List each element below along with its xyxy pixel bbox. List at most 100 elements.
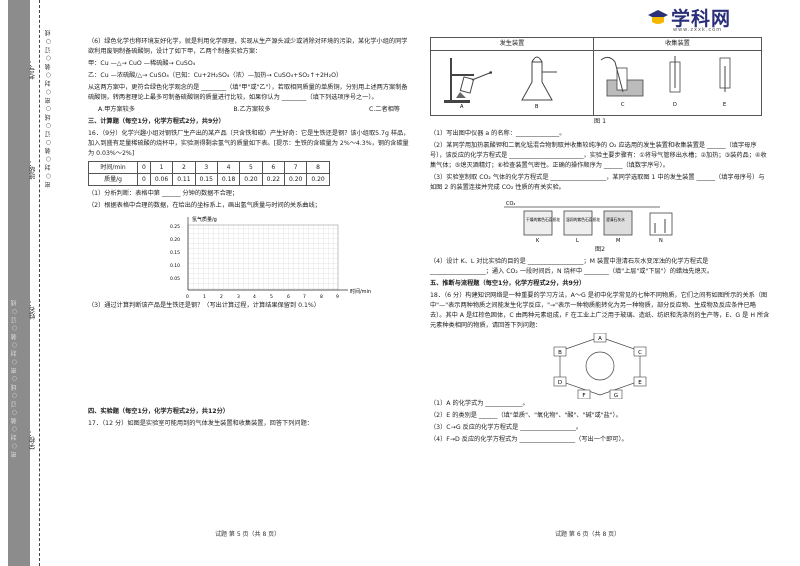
apparatus-head-collect: 收集装置 [593,37,762,51]
table-cell: 6 [261,161,285,174]
table-row: a A B C D [430,50,762,116]
table-cell: 3 [194,161,218,174]
generator-figures: a A B [430,50,594,116]
table-cell: 0.15 [194,173,218,186]
name-label: 姓名： [29,300,37,320]
hydrogen-table: 时间/min 0 1 2 3 4 5 6 7 8 质量/g 0 0.06 0.1… [88,161,330,186]
label-e: E [723,102,726,108]
label-m: M [616,238,620,244]
xtick: 2 [220,294,223,300]
q18-part3: （3）C→G 反应的化学方程式是 __________________。 [430,424,583,431]
q6-intro: （6）绿色化学也称环境友好化学，就是利用化学原理，实现从生产源头减少或消除对环境… [88,38,408,55]
q6-options: A.甲方案较多 B.乙方案较多 C.二者相等 [88,105,410,115]
table-cell: 4 [216,161,241,174]
graph-area [187,224,339,291]
plan-jia: 甲：Cu —△→ CuO —稀硫酸→ CuSO₄ [88,59,410,69]
class-label: 班级： [29,160,37,180]
label-l: L [576,238,579,244]
q17-part4: （4）设计 K、L 对比实验的目的是 __________________；M … [430,258,714,275]
page-footer-right: 试题 第 6 页（共 8 页） [555,531,621,538]
logo-url: www.zxxk.com [673,27,723,33]
table-cell: 0.20 [283,173,308,186]
q16-part2: （2）根据表格中合理的数据，在给出的坐标系上，画出氢气质量与时间的关系曲线； [88,202,321,209]
xtick: 8 [320,294,323,300]
q18-part1: （1）A 的化学式为 ____________。 [430,400,529,407]
node-b: B [558,350,562,356]
figure-2-apparatus: CO₂ 干燥的紫色石蕊纸花 湿润的紫色石蕊纸花 澄清石灰水 K L M N [504,201,673,244]
plan-jia-label: 甲： [88,60,101,67]
graph-grid: 氢气质量/g 时间/min 0.25 0.20 0.15 0.10 0.05 0… [170,216,371,300]
binding-dashline [39,0,40,566]
binding-inner-text: 密 ○ 封 ○ 装 ○ 订 ○ 线 ○ 密 ○ 封 ○ 装 ○ 订 ○ 线 [45,30,52,188]
table-cell: 0.22 [261,173,285,186]
table-cell: 5 [239,161,263,174]
label-k: K [536,238,540,244]
table-head-time: 时间/min [88,161,138,174]
label-b: B [535,104,539,110]
xtick: 4 [253,294,256,300]
figure-2-caption: 图2 [594,246,606,253]
svg-text:a: a [489,70,492,76]
table-cell: 0 [137,161,151,174]
section-5-title: 五、推断与流程题（每空1分，化学方程式2分，共9分） [430,280,586,287]
generator-apparatus: a A B [444,56,557,110]
plan-yi-label: 乙： [88,72,101,79]
right-page: 发生装置 收集装置 a A B [430,37,770,447]
ytick: 0.20 [170,237,180,243]
option-a: A.甲方案较多 [98,106,136,113]
number-label: 考号： [29,60,37,80]
relation-diagram: A B C D E F G [553,333,647,399]
q17-part3: （3）实验室制取 CO₂ 气体的化学方程式是 _________________… [430,174,765,191]
plan-yi: 乙：Cu —浓硫酸/△→ CuSO₄（已知：Cu+2H₂SO₄（浓）—加热→ C… [88,71,410,81]
xtick: 0 [186,294,189,300]
page-footer-left: 试题 第 5 页（共 8 页） [215,531,281,538]
logo-text: 学科网 [671,8,732,30]
node-e: E [638,380,642,386]
section-4-title: 四、实验题（每空1分，化学方程式2分，共12分） [88,408,229,415]
q17-part1: （1）写出图中仪器 a 的名称：______________。 [430,130,566,137]
table-cell: 7 [283,161,308,174]
label-d: D [673,102,677,108]
table-cell: 0 [137,173,151,186]
node-c: C [638,350,642,356]
q18-part4: （4）F→D 反应的化学方程式为 __________________（写出一个… [430,436,628,443]
node-d: D [558,380,562,386]
school-label: 学校： [29,430,37,450]
binding-strip [8,0,30,566]
option-b: B.乙方案较多 [233,106,271,113]
left-page: （6）绿色化学也称环境友好化学，就是利用化学原理，实现从生产源头减少或消除对环境… [88,37,410,431]
table-cell: 0.18 [216,173,241,186]
co2-label: CO₂ [506,201,515,207]
graph-ylabel: 氢气质量/g [192,216,217,223]
table-cell: 0.20 [239,173,263,186]
q17-stem: 17．（12 分）如图是实验室可能用到的气体发生装置和收集装置，回答下列问题： [88,420,313,427]
label-n: N [659,238,663,244]
node-f: F [582,393,585,399]
table-cell: 0.06 [149,173,174,186]
q17-part2: （2）某同学用加热氯酸钾和二氧化锰混合物制取并收集较纯净的 O₂ 应选用的发生装… [430,142,767,169]
node-a: A [598,336,602,342]
option-c: C.二者相等 [368,106,400,113]
plan-yi-equation: Cu —浓硫酸/△→ CuSO₄（已知：Cu+2H₂SO₄（浓）—加热→ CuS… [100,72,343,79]
table-head-mass: 质量/g [88,173,138,186]
ytick: 0.05 [170,276,180,282]
mortarboard-icon [648,10,668,24]
section-3-title: 三、计算题（每空1分，化学方程式2分，共9分） [88,118,225,125]
xtick: 3 [237,294,240,300]
label-a: A [460,104,464,110]
table-cell: 0.11 [172,173,196,186]
q18-part2: （2）E 的类别是 ______（填"单质"、"氧化物"、"酸"、"碱"或"盐"… [430,412,622,419]
plan-jia-equation: Cu —△→ CuO —稀硫酸→ CuSO₄ [100,60,196,67]
ytick: 0.10 [170,263,180,269]
table-row: 发生装置 收集装置 [430,37,762,51]
graph-xlabel: 时间/min [350,288,371,295]
node-g: G [614,393,618,399]
bottle-l-text: 湿润的紫色石蕊纸花 [566,217,600,222]
figure-1-caption: 图 1 [593,118,607,125]
ytick: 0.25 [170,224,180,230]
q16-part1: （1）分析判断：表格中第 ______ 分钟的数据不合理； [88,190,239,197]
binding-outer-text: 密 ○ 封 ○ 装 ○ 订 ○ 线 ○ 密 ○ 封 ○ 装 ○ 订 ○ 线 [11,300,18,458]
q6-question: 从这两方案中，更符合绿色化学观念的是 ________（填"甲"或"乙"），若取… [88,84,408,101]
table-cell: 2 [172,161,196,174]
bottle-k-text: 干燥的紫色石蕊纸花 [526,217,560,222]
